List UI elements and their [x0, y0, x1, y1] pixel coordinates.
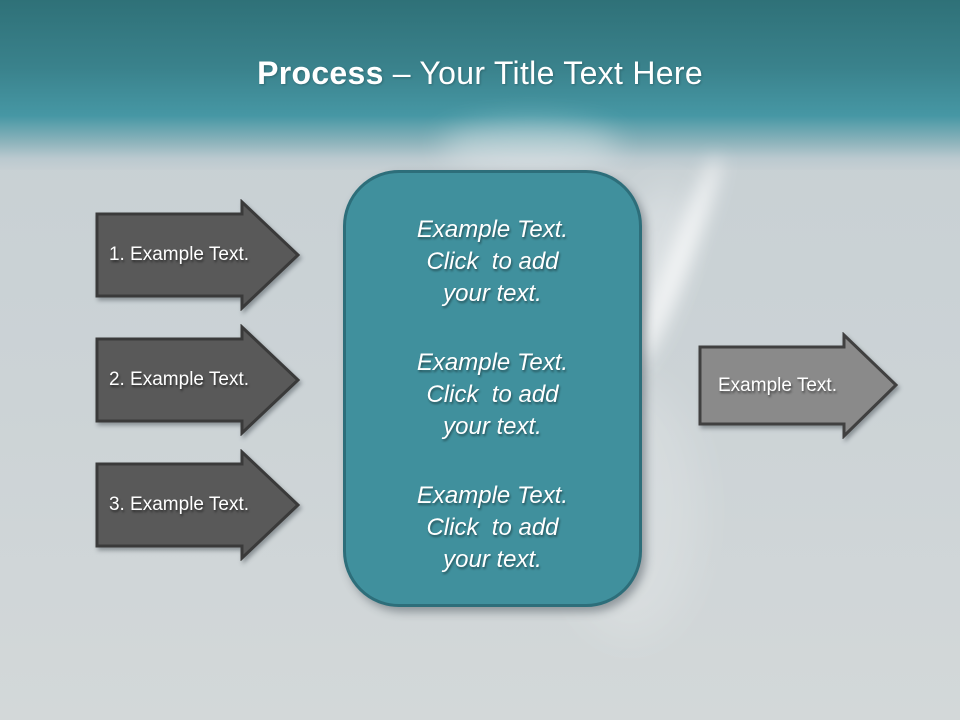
placeholder-paragraph-2: Example Text. Click to add your text. [346, 347, 639, 443]
placeholder-line: your text. [443, 545, 542, 573]
placeholder-line: Example Text. [416, 348, 569, 376]
placeholder-line: Example Text. [416, 481, 569, 509]
placeholder-line: Click to add [426, 513, 559, 541]
placeholder-paragraph-1: Example Text. Click to add your text. [346, 214, 639, 310]
arrow-right-shape-icon [95, 449, 301, 561]
center-text-box[interactable]: Example Text. Click to add your text. Ex… [343, 170, 642, 607]
step-arrow-3[interactable]: 3. Example Text. [95, 449, 301, 561]
header-band [0, 0, 960, 170]
output-arrow-label: Example Text. [718, 374, 837, 396]
output-arrow[interactable]: Example Text. [698, 332, 899, 439]
placeholder-line: your text. [443, 279, 542, 307]
title-keyword: Process [257, 55, 384, 91]
step-arrow-label: 3. Example Text. [108, 494, 250, 515]
step-arrow-2[interactable]: 2. Example Text. [95, 324, 301, 436]
step-arrow-label: 2. Example Text. [108, 369, 250, 390]
placeholder-line: Click to add [426, 247, 559, 275]
placeholder-line: Example Text. [416, 215, 569, 243]
arrow-right-shape-icon [95, 199, 301, 311]
step-arrow-label: 1. Example Text. [108, 244, 250, 265]
step-arrow-1[interactable]: 1. Example Text. [95, 199, 301, 311]
placeholder-line: Click to add [426, 380, 559, 408]
slide-title: Process– Your Title Text Here [0, 52, 960, 94]
arrow-right-shape-icon [95, 324, 301, 436]
arrow-right-shape-icon [698, 332, 899, 439]
title-subtitle: – Your Title Text Here [392, 55, 703, 91]
placeholder-line: your text. [443, 412, 542, 440]
placeholder-paragraph-3: Example Text. Click to add your text. [346, 480, 639, 576]
